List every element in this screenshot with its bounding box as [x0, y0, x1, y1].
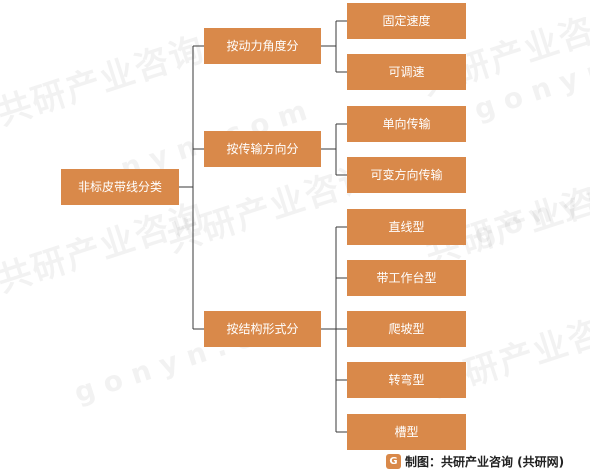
- category-node-dynamic-angle: 按动力角度分: [204, 28, 321, 64]
- source-footer: G 制图：共研产业咨询 (共研网): [386, 451, 584, 471]
- source-text: 制图：共研产业咨询 (共研网): [405, 454, 565, 469]
- leaf-node-trough: 槽型: [347, 414, 466, 450]
- leaf-node-turning: 转弯型: [347, 362, 466, 398]
- brand-logo-icon: G: [386, 453, 401, 469]
- leaf-node-fixed-speed: 固定速度: [347, 3, 466, 39]
- leaf-node-climbing: 爬坡型: [347, 311, 466, 347]
- leaf-node-straight: 直线型: [347, 209, 466, 245]
- leaf-node-variable-direction: 可变方向传输: [347, 157, 466, 193]
- leaf-node-adjustable-speed: 可调速: [347, 54, 466, 90]
- root-node: 非标皮带线分类: [61, 169, 179, 205]
- category-node-transfer-direction: 按传输方向分: [204, 131, 321, 167]
- leaf-node-one-way: 单向传输: [347, 106, 466, 142]
- category-node-structure-form: 按结构形式分: [204, 311, 321, 347]
- leaf-node-workbench: 带工作台型: [347, 260, 466, 296]
